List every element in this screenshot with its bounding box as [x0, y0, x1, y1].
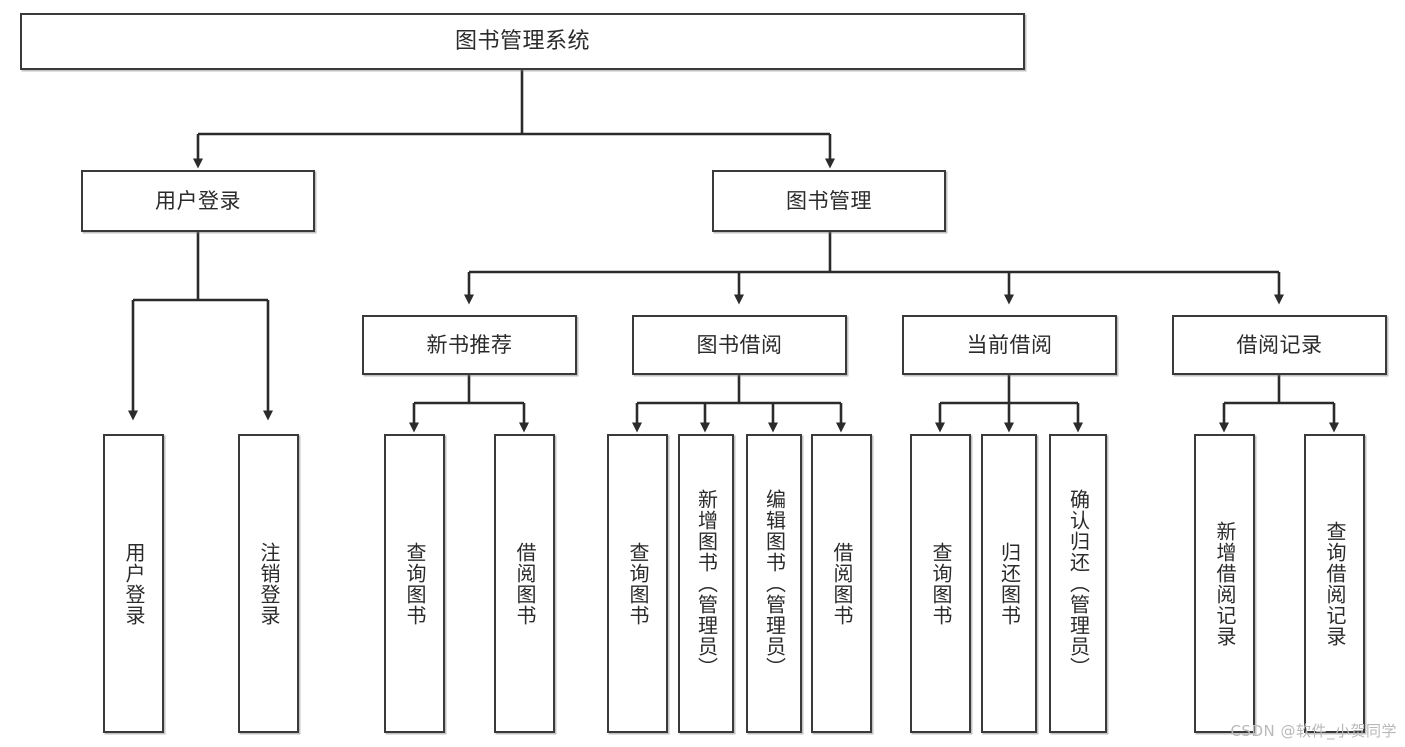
leaf-query-book-current[interactable]: 查询图书 [910, 434, 971, 733]
node-user-login[interactable]: 用户登录 [81, 170, 315, 232]
leaf-borrow-book-recommend[interactable]: 借阅图书 [494, 434, 555, 733]
node-label: 查询借阅记录 [1323, 520, 1347, 647]
leaf-query-book-borrow[interactable]: 查询图书 [607, 434, 668, 733]
node-label: 借阅图书 [513, 541, 537, 626]
node-label: 查询图书 [403, 541, 427, 626]
leaf-query-borrow-record[interactable]: 查询借阅记录 [1304, 434, 1365, 733]
node-book-manage[interactable]: 图书管理 [712, 170, 946, 232]
node-new-book-recommend[interactable]: 新书推荐 [362, 315, 577, 375]
watermark: CSDN @软件_小贺同学 [1230, 722, 1397, 740]
node-label: 查询图书 [929, 541, 953, 626]
node-label: 确认归还（管理员） [1066, 489, 1091, 678]
node-label: 新增借阅记录 [1213, 520, 1237, 647]
node-label: 用户登录 [122, 541, 146, 626]
node-borrow-record[interactable]: 借阅记录 [1172, 315, 1387, 375]
leaf-logout[interactable]: 注销登录 [238, 434, 299, 733]
node-label: 查询图书 [626, 541, 650, 626]
node-current-borrow[interactable]: 当前借阅 [902, 315, 1117, 375]
node-label: 图书管理系统 [454, 28, 590, 54]
node-book-borrow[interactable]: 图书借阅 [632, 315, 847, 375]
node-label: 借阅记录 [1236, 332, 1323, 357]
leaf-query-book-recommend[interactable]: 查询图书 [384, 434, 445, 733]
node-label: 当前借阅 [966, 332, 1053, 357]
node-label: 用户登录 [155, 188, 241, 213]
leaf-add-book[interactable]: 新增图书（管理员） [678, 434, 734, 733]
leaf-borrow-book[interactable]: 借阅图书 [811, 434, 872, 733]
node-label: 图书管理 [786, 188, 872, 213]
leaf-add-borrow-record[interactable]: 新增借阅记录 [1194, 434, 1255, 733]
node-label: 归还图书 [997, 541, 1022, 626]
leaf-return-book[interactable]: 归还图书 [981, 434, 1037, 733]
node-label: 图书借阅 [696, 332, 783, 357]
node-root-system[interactable]: 图书管理系统 [20, 13, 1025, 70]
node-label: 新增图书（管理员） [694, 489, 719, 678]
leaf-confirm-return[interactable]: 确认归还（管理员） [1049, 434, 1107, 733]
node-label: 新书推荐 [426, 332, 513, 357]
leaf-edit-book[interactable]: 编辑图书（管理员） [746, 434, 802, 733]
leaf-user-login[interactable]: 用户登录 [103, 434, 164, 733]
node-label: 借阅图书 [830, 541, 854, 626]
node-label: 注销登录 [257, 541, 281, 626]
node-label: 编辑图书（管理员） [762, 489, 787, 678]
